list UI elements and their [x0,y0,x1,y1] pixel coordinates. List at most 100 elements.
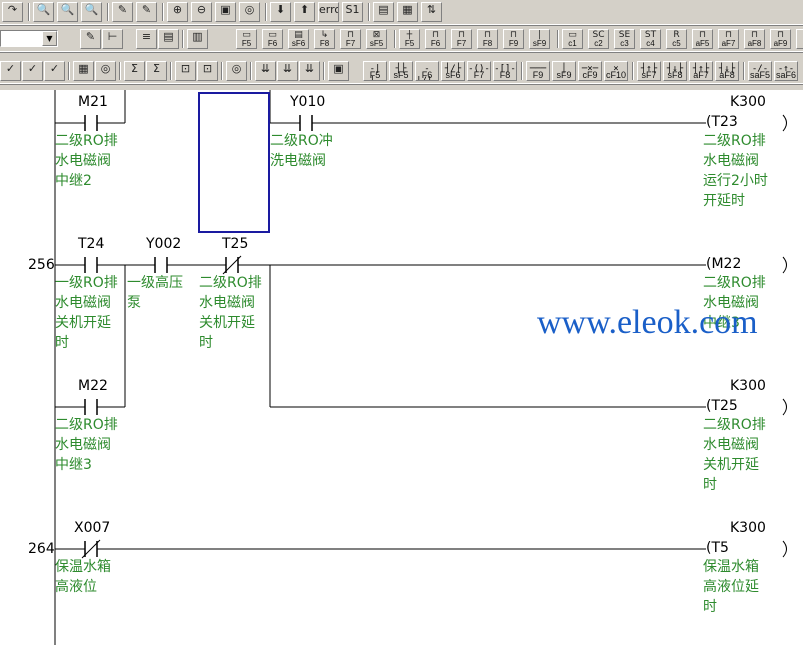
sfc-extra-icon[interactable]: ⊓a [796,29,803,49]
chevron-down-icon[interactable]: ▼ [42,31,57,46]
hline-button[interactable]: ───F9 [526,61,550,81]
vline-button[interactable]: │sF9 [552,61,576,81]
list-view-icon[interactable]: ▤ [158,29,179,49]
parallel-rising-button[interactable]: ┤↑├aF7 [689,61,713,81]
ladder-view-icon[interactable]: ⊢ [102,29,123,49]
read-plc-icon[interactable]: ⬆ [294,2,315,22]
entry-data-icon[interactable]: ⊡ [175,61,196,81]
sort-icon[interactable]: ⇅ [421,2,442,22]
device-test-icon[interactable]: ▦ [73,61,94,81]
table-icon[interactable]: ▦ [397,2,418,22]
redo-icon[interactable]: ↷ [2,2,23,22]
sfc-end-icon[interactable]: ⊓F8 [477,29,498,49]
ladder-editor[interactable]: 256 264 M21 二级RO排 水电磁阀 中继2 Y010 二级RO冲 洗电… [0,90,803,645]
comment-icon[interactable]: ✎ [80,29,101,49]
function-key-label: saF5 [749,70,770,80]
falling-pulse-button[interactable]: ┤↓├sF8 [663,61,687,81]
monitor-edit-icon[interactable]: ✓ [22,61,43,81]
parallel-closed-contact-button[interactable]: ┤/├sF6 [441,61,465,81]
step-back-icon[interactable]: ⇊ [277,61,298,81]
zoom-in-icon[interactable]: ⊕ [167,2,188,22]
sfc-af9-icon[interactable]: ⊓aF9 [770,29,791,49]
sfc-view-icon-glyph: ▥ [192,30,203,43]
parallel-falling-button[interactable]: ┤↓├aF8 [715,61,739,81]
coil-label: (T23 [706,114,738,130]
forced-off-icon[interactable]: Σ [146,61,167,81]
sfc-join-icon-glyph: ⊓ [431,30,440,40]
sfc-vline-icon[interactable]: │sF9 [529,29,550,49]
sfc-view-icon[interactable]: ▥ [187,29,208,49]
monitor-start-icon[interactable]: ✓ [0,61,21,81]
device-label: M21 [78,94,108,110]
entry-monitor-icon[interactable]: ⊡ [197,61,218,81]
error-check-icon[interactable]: error [318,2,339,22]
sfc-c1-icon[interactable]: ▭c1 [562,29,583,49]
device-label: T24 [78,236,105,252]
replace-device-icon[interactable]: ✎ [136,2,157,22]
sfc-transition-icon-glyph: ▭ [268,30,277,40]
zoom-out-icon[interactable]: ⊖ [191,2,212,22]
device-batch-icon[interactable]: ▤ [373,2,394,22]
device-register-icon[interactable]: ◎ [95,61,116,81]
find-step-icon[interactable]: 🔍 [81,2,102,22]
function-key-label: F7 [345,39,356,48]
program-combo[interactable]: ▼ [0,30,58,47]
delete-vline-button[interactable]: ×cF10 [604,61,628,81]
find-instruction-icon[interactable]: 🔍 [57,2,78,22]
invert-button[interactable]: -/-saF5 [748,61,772,81]
monitor-icon[interactable]: ▣ [215,2,236,22]
sfc-join-icon[interactable]: ⊓F6 [425,29,446,49]
parallel-open-contact-button[interactable]: ┤├sF5 [389,61,413,81]
screen-icon[interactable]: ▣ [328,61,349,81]
closed-contact-button[interactable]: -|/|-F6 [415,61,439,81]
write-plc-icon[interactable]: ⬇ [270,2,291,22]
search-monitor-icon[interactable]: ◎ [226,61,247,81]
operation-result-button[interactable]: -↑-saF6 [774,61,798,81]
step-jump-icon[interactable]: ⇊ [299,61,320,81]
sfc-reset-icon-glyph: ⊓ [509,30,518,40]
step-forward-icon[interactable]: ⇊ [255,61,276,81]
rising-pulse-button[interactable]: ┤↑├sF7 [637,61,661,81]
function-key-label: sF6 [445,70,461,80]
device-label: Y010 [290,94,326,110]
sfc-select-icon[interactable]: ⊓F7 [340,29,361,49]
convert-icon[interactable]: S1 [342,2,363,22]
device-comment: 二级RO排 水电磁阀 关机开延 时 [703,417,766,493]
open-contact-button[interactable]: -| |-F5 [363,61,387,81]
edit-cursor[interactable] [198,92,270,233]
sfc-af8-icon[interactable]: ⊓aF8 [744,29,765,49]
sfc-c3-icon-glyph: SE [618,30,631,40]
zoom-in-icon-glyph: ⊕ [172,3,183,16]
device-test-icon-glyph: ▦ [78,62,89,75]
sfc-branch-icon[interactable]: ↳F8 [314,29,335,49]
device-comment: 二级RO排 水电磁阀 中继3 [55,417,118,473]
toolbar-separator [323,62,325,80]
device-comment: 保温水箱 高液位延 时 [703,559,759,615]
sfc-af5-icon[interactable]: ⊓aF5 [692,29,713,49]
find-instruction-icon-glyph: 🔍 [60,3,75,16]
instruction-button[interactable]: -[]-F8 [493,61,517,81]
find-device-icon[interactable]: 🔍 [33,2,54,22]
delete-hline-button[interactable]: ─×─cF9 [578,61,602,81]
monitor-stop-icon[interactable]: ✓ [44,61,65,81]
sfc-merge-icon[interactable]: ⊓F7 [451,29,472,49]
replace-icon[interactable]: ✎ [112,2,133,22]
forced-on-icon[interactable]: Σ [124,61,145,81]
sfc-jump-icon[interactable]: ▤sF6 [288,29,309,49]
coil-button[interactable]: -()-F7 [467,61,491,81]
sfc-parallel-icon[interactable]: ⊠sF5 [366,29,387,49]
function-key-label: c3 [620,39,629,48]
step-number: 256 [28,257,55,273]
convert-icon-glyph: S1 [345,3,360,16]
sfc-step-icon[interactable]: ▭F5 [236,29,257,49]
sfc-af7-icon[interactable]: ⊓aF7 [718,29,739,49]
sfc-line-icon[interactable]: ┼F5 [399,29,420,49]
sfc-transition-icon[interactable]: ▭F6 [262,29,283,49]
instruction-icon[interactable]: ≡ [136,29,157,49]
monitor-search-icon[interactable]: ◎ [239,2,260,22]
sfc-reset-icon[interactable]: ⊓F9 [503,29,524,49]
